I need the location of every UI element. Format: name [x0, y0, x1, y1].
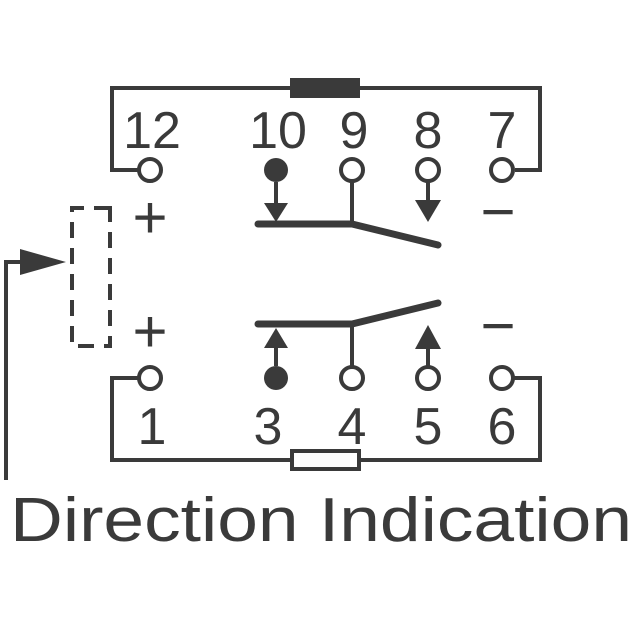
pin-label-12: 12: [123, 102, 181, 160]
pin-1-icon: [137, 365, 163, 391]
pin-label-4: 4: [338, 398, 367, 456]
top-minus-sign: −: [480, 178, 515, 245]
bottom-plus-sign: +: [132, 298, 167, 365]
diagram-caption: Direction Indication: [10, 486, 632, 555]
pin-4-icon: [339, 365, 365, 391]
pin-3-filled-icon: [264, 366, 288, 390]
bottom-polarity-bar: [290, 449, 361, 471]
arrow-right-icon: [20, 249, 66, 275]
pin-label-6: 6: [488, 398, 517, 456]
bottom-frame: [110, 376, 542, 471]
arrow-up-icon: [415, 325, 441, 349]
pin-label-8: 8: [414, 102, 443, 160]
top-plus-sign: +: [132, 184, 167, 251]
top-polarity-bar: [290, 78, 360, 98]
pin-9-icon: [339, 157, 365, 183]
top-contact: [254, 181, 442, 249]
pin-10-filled-icon: [264, 158, 288, 182]
bottom-minus-sign: −: [480, 292, 515, 359]
pin-6-icon: [489, 365, 515, 391]
arrow-up-icon: [264, 328, 288, 348]
top-frame: [110, 78, 542, 172]
pin-8-icon: [415, 157, 441, 183]
pin-label-9: 9: [340, 102, 369, 160]
pin-label-3: 3: [254, 398, 283, 456]
pin-label-5: 5: [414, 398, 443, 456]
pin-5-icon: [415, 365, 441, 391]
pin-12-icon: [137, 157, 163, 183]
bottom-contact: [254, 299, 442, 367]
pin-label-1: 1: [138, 398, 167, 456]
pin-label-10: 10: [249, 102, 307, 160]
arrow-down-icon: [264, 203, 288, 222]
pin-label-7: 7: [488, 102, 517, 160]
arrow-down-icon: [415, 200, 441, 222]
coil-indicator: [4, 206, 112, 480]
pin-7-icon: [489, 157, 515, 183]
